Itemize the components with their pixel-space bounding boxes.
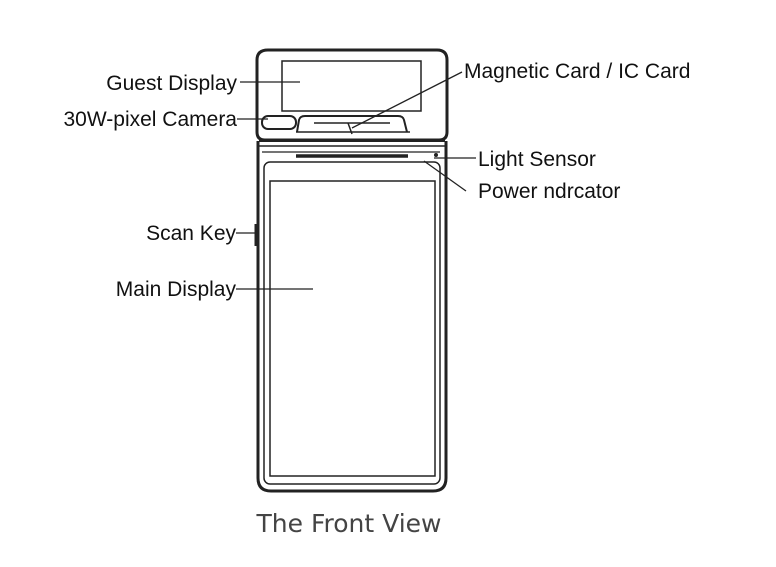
label-light-sensor: Light Sensor (478, 148, 596, 171)
main-display-bezel (263, 161, 441, 485)
label-guest-display: Guest Display (106, 72, 237, 95)
label-scan-key: Scan Key (146, 222, 236, 245)
guest-display-screen (281, 60, 422, 112)
label-card-reader: Magnetic Card / IC Card (464, 60, 690, 83)
guest-display-housing (255, 48, 449, 142)
light-sensor-dot (434, 153, 438, 157)
camera-lens (261, 115, 297, 130)
label-main-display: Main Display (116, 278, 237, 301)
label-power-indicator: Power ndrcator (478, 180, 620, 203)
main-body (256, 141, 448, 493)
card-slot (296, 115, 408, 133)
main-display-screen (269, 180, 436, 477)
leader-lines (236, 71, 476, 290)
pos-terminal-device (254, 48, 449, 493)
diagram-caption: The Front View (256, 509, 442, 538)
label-camera: 30W-pixel Camera (63, 108, 237, 131)
